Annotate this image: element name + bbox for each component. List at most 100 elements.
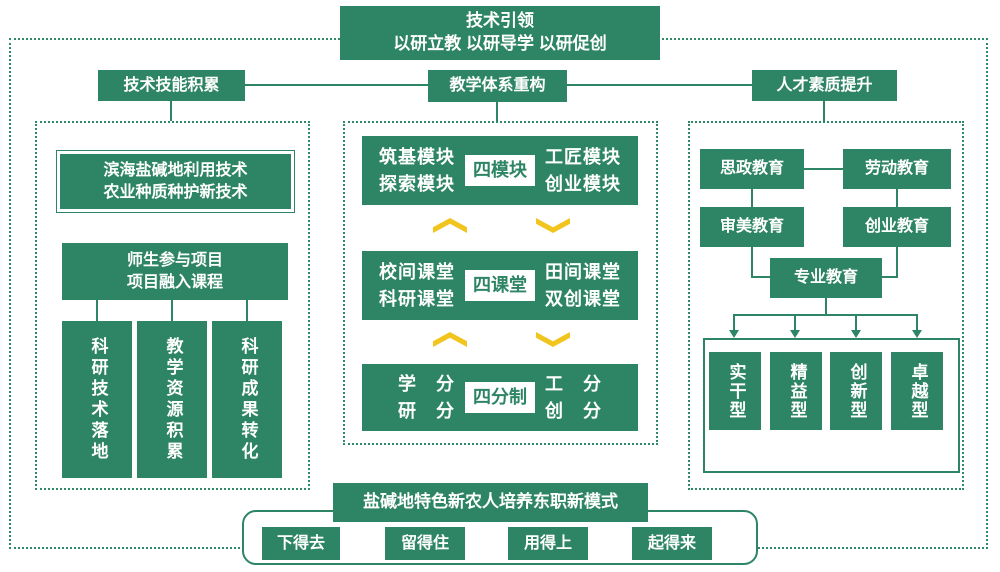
tech-box-line2: 农业种质种护新技术 bbox=[103, 183, 248, 201]
four-modules-label: 四模块 bbox=[473, 160, 527, 181]
pillar-connector-3 bbox=[246, 300, 248, 321]
type-practical-label: 实干型 bbox=[726, 362, 746, 420]
type-excellent: 卓越型 bbox=[891, 352, 943, 430]
bottom-item-go-down: 下得去 bbox=[262, 527, 340, 560]
modules-right-text: 工匠模块 创业模块 bbox=[545, 144, 621, 196]
type-lean-label: 精益型 bbox=[787, 362, 807, 420]
module-exploration: 探索模块 bbox=[379, 173, 455, 194]
elbow-left-vertical bbox=[751, 247, 753, 278]
pillar-research-transform: 科研成果转化 bbox=[212, 321, 282, 478]
arrow-down-icon bbox=[729, 330, 739, 338]
edu-aesthetic-label: 审美教育 bbox=[719, 218, 784, 236]
classroom-school: 校间课堂 bbox=[379, 262, 455, 283]
bottom-item-rise: 起得来 bbox=[632, 527, 712, 560]
credit-study: 学 分 bbox=[398, 374, 455, 395]
module-entrepreneurship: 创业模块 bbox=[545, 173, 621, 194]
bottom-title-label: 盐碱地特色新农人培养东职新模式 bbox=[363, 492, 618, 512]
classroom-innovation: 双创课堂 bbox=[545, 288, 621, 309]
top-banner-line2: 以研立教 以研导学 以研促创 bbox=[393, 34, 607, 53]
pillar-2-label: 教学资源积累 bbox=[163, 336, 183, 463]
bottom-item-2-label: 留得住 bbox=[400, 534, 449, 552]
edu-labor-label: 劳动教育 bbox=[864, 160, 929, 178]
project-box-line1: 师生参与项目 bbox=[126, 251, 223, 269]
type-innovative: 创新型 bbox=[830, 352, 882, 430]
edu-entrepreneurship-label: 创业教育 bbox=[864, 218, 929, 236]
top-banner-line1: 技术引领 bbox=[466, 11, 534, 31]
tech-box: 滨海盐碱地利用技术 农业种质种护新技术 bbox=[56, 150, 295, 213]
classrooms-left-text: 校间课堂 科研课堂 bbox=[379, 259, 455, 311]
connector-right-down bbox=[823, 101, 825, 121]
arrow-stem-2 bbox=[794, 314, 796, 331]
center-panel bbox=[343, 121, 658, 445]
tech-box-line1: 滨海盐碱地利用技术 bbox=[103, 161, 248, 179]
bottom-item-useful: 用得上 bbox=[508, 527, 588, 560]
four-modules-badge: 四模块 bbox=[465, 155, 535, 186]
module-craftsman: 工匠模块 bbox=[545, 147, 621, 168]
row-four-classrooms: 校间课堂 科研课堂 四课堂 田间课堂 双创课堂 bbox=[362, 251, 638, 320]
professional-down-connector bbox=[825, 298, 827, 316]
pillar-research-landing: 科研技术落地 bbox=[62, 321, 132, 478]
pillar-teaching-resources: 教学资源积累 bbox=[137, 321, 207, 478]
module-foundation: 筑基模块 bbox=[379, 147, 455, 168]
project-box: 师生参与项目 项目融入课程 bbox=[62, 243, 288, 300]
distribution-line bbox=[733, 314, 918, 316]
edu-entrepreneurship: 创业教育 bbox=[843, 207, 951, 247]
row-four-credit-system: 学 分 研 分 四分制 工 分 创 分 bbox=[362, 364, 638, 431]
top-banner: 技术引领 以研立教 以研导学 以研促创 bbox=[340, 6, 660, 60]
edu-aesthetic: 审美教育 bbox=[700, 207, 804, 247]
connector-left-down bbox=[170, 101, 172, 121]
four-credit-label: 四分制 bbox=[473, 387, 527, 408]
elbow-right-vertical bbox=[896, 247, 898, 278]
header-teaching-system: 教学体系重构 bbox=[428, 70, 567, 102]
edu-professional: 专业教育 bbox=[770, 258, 882, 298]
classroom-research: 科研课堂 bbox=[379, 288, 455, 309]
edu-left-connector bbox=[751, 189, 753, 207]
elbow-right-horizontal bbox=[881, 276, 898, 278]
arrow-stem-4 bbox=[916, 314, 918, 331]
connector-center-right bbox=[567, 84, 752, 86]
credit-research: 研 分 bbox=[398, 400, 455, 421]
credits-left-text: 学 分 研 分 bbox=[398, 371, 455, 423]
pillar-connector-1 bbox=[96, 300, 98, 321]
arrow-down-icon bbox=[851, 330, 861, 338]
edu-ideology: 思政教育 bbox=[700, 149, 804, 189]
bottom-item-1-label: 下得去 bbox=[276, 534, 325, 552]
header-tech-skills: 技术技能积累 bbox=[98, 70, 245, 101]
bottom-title-box: 盐碱地特色新农人培养东职新模式 bbox=[333, 483, 648, 522]
arrow-down-icon bbox=[912, 330, 922, 338]
pillar-1-label: 科研技术落地 bbox=[88, 336, 108, 463]
edu-labor: 劳动教育 bbox=[843, 149, 951, 189]
four-classrooms-label: 四课堂 bbox=[473, 275, 527, 296]
edu-ideology-label: 思政教育 bbox=[719, 160, 784, 178]
arrow-down-icon bbox=[790, 330, 800, 338]
pillar-3-label: 科研成果转化 bbox=[238, 336, 258, 463]
project-box-line2: 项目融入课程 bbox=[126, 273, 223, 291]
bottom-item-4-label: 起得来 bbox=[647, 534, 696, 552]
type-innovative-label: 创新型 bbox=[847, 362, 867, 420]
arrow-stem-3 bbox=[855, 314, 857, 331]
connector-center-down bbox=[496, 102, 498, 121]
header-talent-quality-label: 人才素质提升 bbox=[776, 76, 873, 94]
credit-work: 工 分 bbox=[545, 374, 602, 395]
credit-innovation: 创 分 bbox=[545, 400, 602, 421]
four-classrooms-badge: 四课堂 bbox=[465, 270, 535, 301]
edu-top-connector bbox=[804, 168, 843, 170]
left-panel bbox=[35, 121, 310, 490]
classroom-field: 田间课堂 bbox=[545, 262, 621, 283]
connector-left-center bbox=[245, 84, 428, 86]
header-teaching-system-label: 教学体系重构 bbox=[449, 77, 546, 95]
row-four-modules: 筑基模块 探索模块 四模块 工匠模块 创业模块 bbox=[362, 136, 638, 205]
edu-professional-label: 专业教育 bbox=[793, 269, 858, 287]
arrow-stem-1 bbox=[733, 314, 735, 331]
elbow-left-horizontal bbox=[751, 276, 771, 278]
modules-left-text: 筑基模块 探索模块 bbox=[379, 144, 455, 196]
classrooms-right-text: 田间课堂 双创课堂 bbox=[545, 259, 621, 311]
credits-right-text: 工 分 创 分 bbox=[545, 371, 602, 423]
header-talent-quality: 人才素质提升 bbox=[752, 70, 897, 101]
bottom-item-stay: 留得住 bbox=[385, 527, 465, 560]
four-credit-badge: 四分制 bbox=[465, 382, 535, 413]
right-panel bbox=[688, 121, 964, 490]
pillar-connector-2 bbox=[171, 300, 173, 321]
type-practical: 实干型 bbox=[709, 352, 761, 430]
